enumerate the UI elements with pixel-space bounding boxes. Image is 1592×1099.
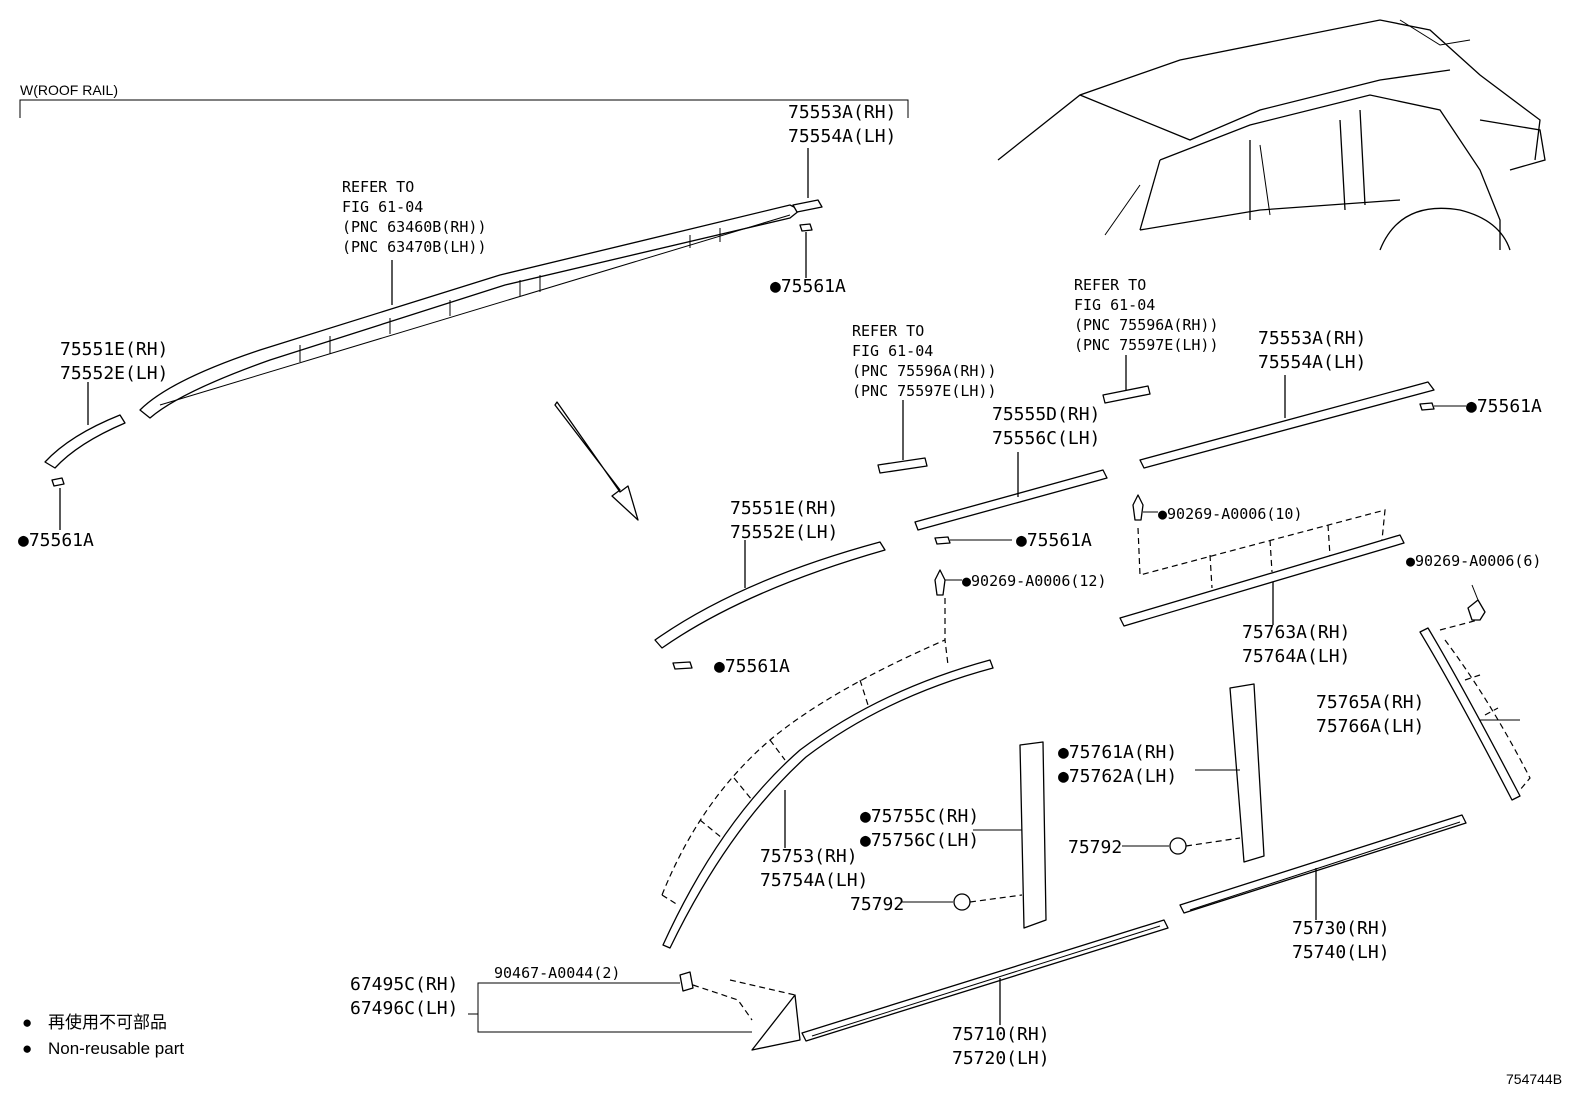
ref-line: FIG 61-04 [852, 342, 933, 360]
ref-line: (PNC 63470B(LH)) [342, 238, 487, 256]
legend-text-jp: 再使用不可部品 [48, 1012, 167, 1032]
ref-line: REFER TO [342, 178, 414, 196]
ref-line: (PNC 75596A(RH)) [1074, 316, 1219, 334]
pnc-label: 75552E(LH) [60, 363, 168, 384]
pnc-label: ●75755C(RH) [860, 806, 979, 827]
center-roof-molding: 75555D(RH) 75556C(LH) ●75561A [877, 400, 1108, 551]
pnc-label: 75551E(RH) [730, 498, 838, 519]
pnc-label: 75553A(RH) [788, 102, 896, 123]
pnc-label: 75554A(LH) [1258, 352, 1366, 373]
pnc-label: ●75561A [770, 276, 846, 297]
quarter-molding: 75765A(RH) 75766A(LH) ●90269-A0006(6) [1316, 552, 1541, 801]
windshield-molding: 75753(RH) 75754A(LH) [661, 598, 994, 949]
pnc-label: 75552E(LH) [730, 522, 838, 543]
pnc-label: ●90269-A0006(12) [962, 572, 1107, 590]
pnc-label: 90467-A0044(2) [494, 964, 620, 982]
front-belt-molding: 75710(RH) 75720(LH) [801, 919, 1169, 1069]
pnc-label: 75554A(LH) [788, 126, 896, 147]
top-end-cap: 75553A(RH) 75554A(LH) ●75561A [770, 102, 896, 297]
pnc-label: 75766A(LH) [1316, 716, 1424, 737]
pnc-label: ●75561A [1016, 530, 1092, 551]
ref-line: FIG 61-04 [342, 198, 423, 216]
ref-line: (PNC 75597E(LH)) [1074, 336, 1219, 354]
pnc-label: ●75561A [18, 530, 94, 551]
rear-belt-molding: 75730(RH) 75740(LH) [1179, 814, 1467, 963]
pnc-label: ●75756C(LH) [860, 830, 979, 851]
pnc-label: ●75762A(LH) [1058, 766, 1177, 787]
roof-rail-assembly [139, 204, 801, 419]
ref-roof-rail: REFER TO FIG 61-04 (PNC 63460B(RH)) (PNC… [342, 178, 487, 256]
mirror-corner-piece: 67495C(RH) 67496C(LH) 90467-A0044(2) [350, 964, 801, 1051]
legend: ● 再使用不可部品 ● Non-reusable part [22, 1012, 184, 1058]
ref-line: (PNC 75596A(RH)) [852, 362, 997, 380]
rear-roof-molding: 75553A(RH) 75554A(LH) ●75561A [1102, 328, 1542, 469]
left-end-cap: 75551E(RH) 75552E(LH) ●75561A [18, 339, 168, 551]
clip-12: ●90269-A0006(12) [934, 569, 1107, 596]
pnc-label: 67495C(RH) [350, 974, 458, 995]
pnc-label: 75754A(LH) [760, 870, 868, 891]
pnc-label: ●75561A [1466, 396, 1542, 417]
pnc-label: 75740(LH) [1292, 942, 1390, 963]
pnc-label: ●90269-A0006(6) [1406, 552, 1541, 570]
roof-drip-rear: 75763A(RH) 75764A(LH) ●90269-A0006(10) [1119, 494, 1405, 667]
pnc-label: 75792 [1068, 837, 1122, 858]
pnc-label: 75553A(RH) [1258, 328, 1366, 349]
pnc-label: 75765A(RH) [1316, 692, 1424, 713]
pnc-label: 75551E(RH) [60, 339, 168, 360]
ref-line: FIG 61-04 [1074, 296, 1155, 314]
pnc-label: 75710(RH) [952, 1024, 1050, 1045]
pnc-label: 75764A(LH) [1242, 646, 1350, 667]
pnc-label: 75763A(RH) [1242, 622, 1350, 643]
pnc-label: 75556C(LH) [992, 428, 1100, 449]
pnc-label: ●75561A [714, 656, 790, 677]
front-pillar-garnish: ●75755C(RH) ●75756C(LH) 75792 [850, 741, 1047, 929]
roof-rail-variant-header: W(ROOF RAIL) [19, 82, 909, 118]
pnc-label: 67496C(LH) [350, 998, 458, 1019]
ref-line: (PNC 63460B(RH)) [342, 218, 487, 236]
ref-line: REFER TO [1074, 276, 1146, 294]
pnc-label: 75555D(RH) [992, 404, 1100, 425]
ref-center: REFER TO FIG 61-04 (PNC 75596A(RH)) (PNC… [852, 322, 997, 400]
ref-line: (PNC 75597E(LH)) [852, 382, 997, 400]
legend-bullet: ● [22, 1039, 32, 1058]
pnc-label: 75753(RH) [760, 846, 858, 867]
vehicle-silhouette [997, 19, 1546, 251]
pnc-label: ●75761A(RH) [1058, 742, 1177, 763]
front-roof-molding: 75551E(RH) 75552E(LH) ●75561A [654, 498, 886, 677]
legend-bullet: ● [22, 1013, 32, 1032]
ref-right: REFER TO FIG 61-04 (PNC 75596A(RH)) (PNC… [1074, 276, 1219, 354]
direction-arrow [554, 401, 639, 521]
figure-id: 754744B [1506, 1071, 1562, 1087]
pnc-label: 75730(RH) [1292, 918, 1390, 939]
rear-pillar-garnish: ●75761A(RH) ●75762A(LH) 75792 [1058, 683, 1265, 863]
header-label: W(ROOF RAIL) [20, 82, 118, 98]
pnc-label: 75792 [850, 894, 904, 915]
ref-line: REFER TO [852, 322, 924, 340]
pnc-label: 75720(LH) [952, 1048, 1050, 1069]
pnc-label: ●90269-A0006(10) [1158, 505, 1303, 523]
legend-text-en: Non-reusable part [48, 1039, 184, 1058]
